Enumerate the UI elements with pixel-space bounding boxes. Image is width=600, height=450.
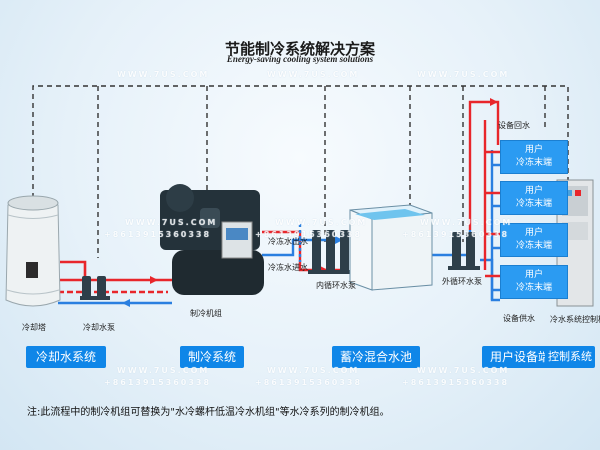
watermark-site: WWW.7US.COM bbox=[117, 70, 209, 79]
watermark-site: WWW.7US.COM bbox=[420, 218, 512, 227]
supply-label: 设备供水 bbox=[503, 313, 535, 324]
watermark-site: WWW.7US.COM bbox=[117, 366, 209, 375]
watermark-phone: +8613915360338 bbox=[402, 230, 509, 239]
cooling-water-pipes bbox=[58, 262, 172, 303]
outer-pump-label: 外循环水泵 bbox=[442, 276, 482, 287]
user-unit-3: 用户冷冻末端 bbox=[500, 223, 568, 257]
return-label: 设备回水 bbox=[498, 120, 530, 131]
watermark-site: WWW.7US.COM bbox=[125, 218, 217, 227]
cooling-tower-label: 冷却塔 bbox=[22, 322, 46, 333]
cooling-tower bbox=[6, 196, 60, 306]
user-unit-1: 用户冷冻末端 bbox=[500, 140, 568, 174]
watermark-phone: +8613915360338 bbox=[402, 378, 509, 387]
chilled-in-label: 冷冻水进水 bbox=[268, 262, 308, 273]
watermark-site: WWW.7US.COM bbox=[417, 70, 509, 79]
control-cabinet-label: 冷水系统控制柜 bbox=[550, 314, 600, 325]
inner-pump-label: 内循环水泵 bbox=[316, 280, 356, 291]
chiller-unit bbox=[160, 184, 264, 295]
user-unit-2: 用户冷冻末端 bbox=[500, 181, 568, 215]
system-refrigeration: 制冷系统 bbox=[180, 346, 244, 368]
system-control: 控制系统 bbox=[545, 346, 595, 368]
watermark-phone: +8613915360338 bbox=[104, 230, 211, 239]
system-storage-tank: 蓄冷混合水池 bbox=[332, 346, 420, 368]
watermark-site: WWW.7US.COM bbox=[275, 218, 367, 227]
user-water-pipes bbox=[430, 102, 500, 300]
cooling-pump-label: 冷却水泵 bbox=[83, 322, 115, 333]
watermark-site: WWW.7US.COM bbox=[267, 366, 359, 375]
watermark-phone: +8613915360338 bbox=[255, 378, 362, 387]
system-cooling-water: 冷却水系统 bbox=[26, 346, 106, 368]
watermark-phone: +8613915360338 bbox=[255, 230, 362, 239]
watermark-site: WWW.7US.COM bbox=[417, 366, 509, 375]
chiller-label: 制冷机组 bbox=[190, 308, 222, 319]
watermark-site: WWW.7US.COM bbox=[267, 70, 359, 79]
watermark-phone: +8613915360338 bbox=[104, 378, 211, 387]
footnote: 注:此流程中的制冷机组可替换为"水冷螺杆低温冷水机组"等水冷系列的制冷机组。 bbox=[27, 403, 390, 418]
user-unit-4: 用户冷冻末端 bbox=[500, 265, 568, 299]
